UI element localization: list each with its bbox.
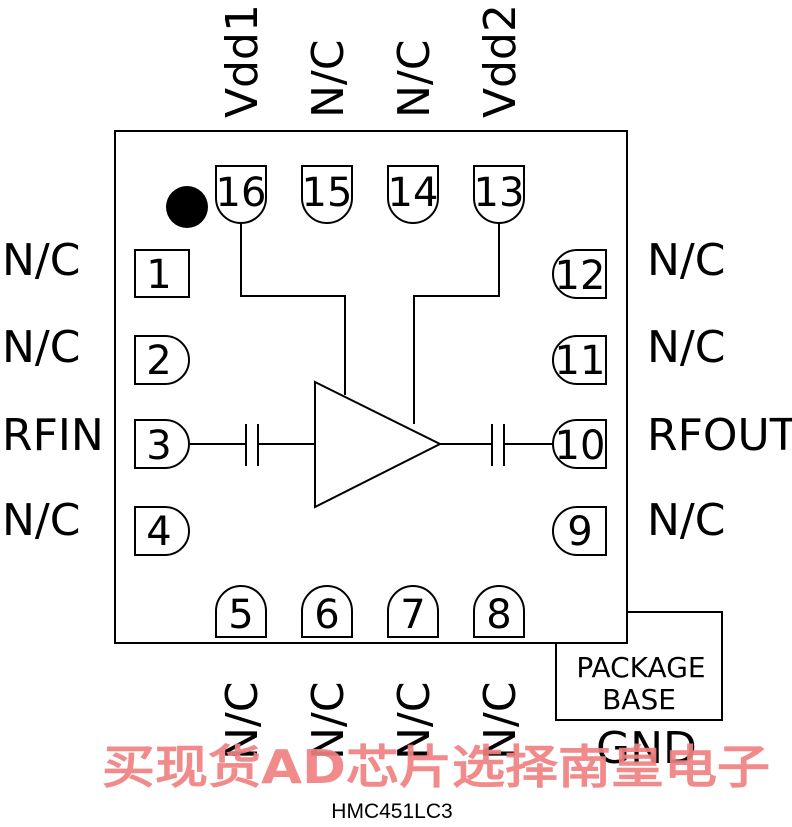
pin-label-9: N/C xyxy=(647,495,725,546)
pad-15 xyxy=(301,165,353,224)
package-base-line2: BASE xyxy=(602,683,676,716)
pin-number-4: 4 xyxy=(146,509,171,555)
pin-number-1: 1 xyxy=(146,252,171,298)
pin-number-5: 5 xyxy=(228,592,253,638)
vdd2-trace xyxy=(413,223,500,424)
pin-label-5: N/C xyxy=(217,682,268,760)
pin-label-8: N/C xyxy=(475,682,526,760)
pin-label-7: N/C xyxy=(389,682,440,760)
pad-10 xyxy=(552,419,607,469)
pad-13 xyxy=(473,165,525,224)
pad-4 xyxy=(134,506,190,556)
pin-number-16: 16 xyxy=(216,170,267,216)
pad-8 xyxy=(473,585,525,638)
bottom-pins: 5 6 7 8 xyxy=(215,585,525,638)
pin-number-11: 11 xyxy=(555,338,606,384)
right-pins: 12 11 10 9 xyxy=(552,249,607,556)
pin-label-11: N/C xyxy=(647,322,725,373)
pad-1 xyxy=(134,249,190,298)
pad-12 xyxy=(552,249,607,299)
pin-number-15: 15 xyxy=(302,170,353,216)
pin-label-16: Vdd1 xyxy=(217,4,268,118)
left-pins: 1 2 3 4 xyxy=(134,249,190,556)
pin-number-3: 3 xyxy=(146,423,171,469)
pin-label-15: N/C xyxy=(303,40,354,118)
part-number: HMC451LC3 xyxy=(331,800,452,823)
pin-number-6: 6 xyxy=(314,592,339,638)
pin-label-14: N/C xyxy=(389,40,440,118)
pin-number-14: 14 xyxy=(388,170,439,216)
pin-label-3: RFIN xyxy=(2,410,104,461)
pin-label-1: N/C xyxy=(2,235,80,286)
pin-number-2: 2 xyxy=(146,338,171,384)
pin-label-2: N/C xyxy=(2,322,80,373)
pad-3 xyxy=(134,419,190,469)
pin1-marker-dot xyxy=(166,186,208,228)
pin-number-13: 13 xyxy=(474,170,525,216)
pad-16 xyxy=(215,165,267,224)
amplifier-symbol xyxy=(314,380,443,509)
gnd-label: GND xyxy=(596,723,697,774)
pad-7 xyxy=(387,585,439,638)
package-base-line1: PACKAGE xyxy=(576,651,705,684)
pad-11 xyxy=(552,335,607,385)
pin-number-12: 12 xyxy=(555,253,606,299)
pin-number-7: 7 xyxy=(400,592,425,638)
package-base-outline xyxy=(555,611,723,721)
pad-2 xyxy=(134,335,190,385)
pad-14 xyxy=(387,165,439,224)
pin-label-13: Vdd2 xyxy=(475,4,526,118)
pin-label-12: N/C xyxy=(647,235,725,286)
pin-label-6: N/C xyxy=(303,682,354,760)
pad-9 xyxy=(552,506,607,556)
pin-number-10: 10 xyxy=(555,423,606,469)
pad-6 xyxy=(301,585,353,638)
watermark-text: 买现货AD芯片选择南皇电子 xyxy=(102,740,770,794)
vdd1-trace xyxy=(240,223,346,395)
pin-label-10: RFOUT xyxy=(647,410,792,461)
pin-label-4: N/C xyxy=(2,495,80,546)
top-pins: 16 15 14 13 xyxy=(215,165,525,224)
pin-number-8: 8 xyxy=(486,592,511,638)
package-outline xyxy=(114,130,628,644)
pad-5 xyxy=(215,585,267,638)
pin-number-9: 9 xyxy=(567,509,592,555)
